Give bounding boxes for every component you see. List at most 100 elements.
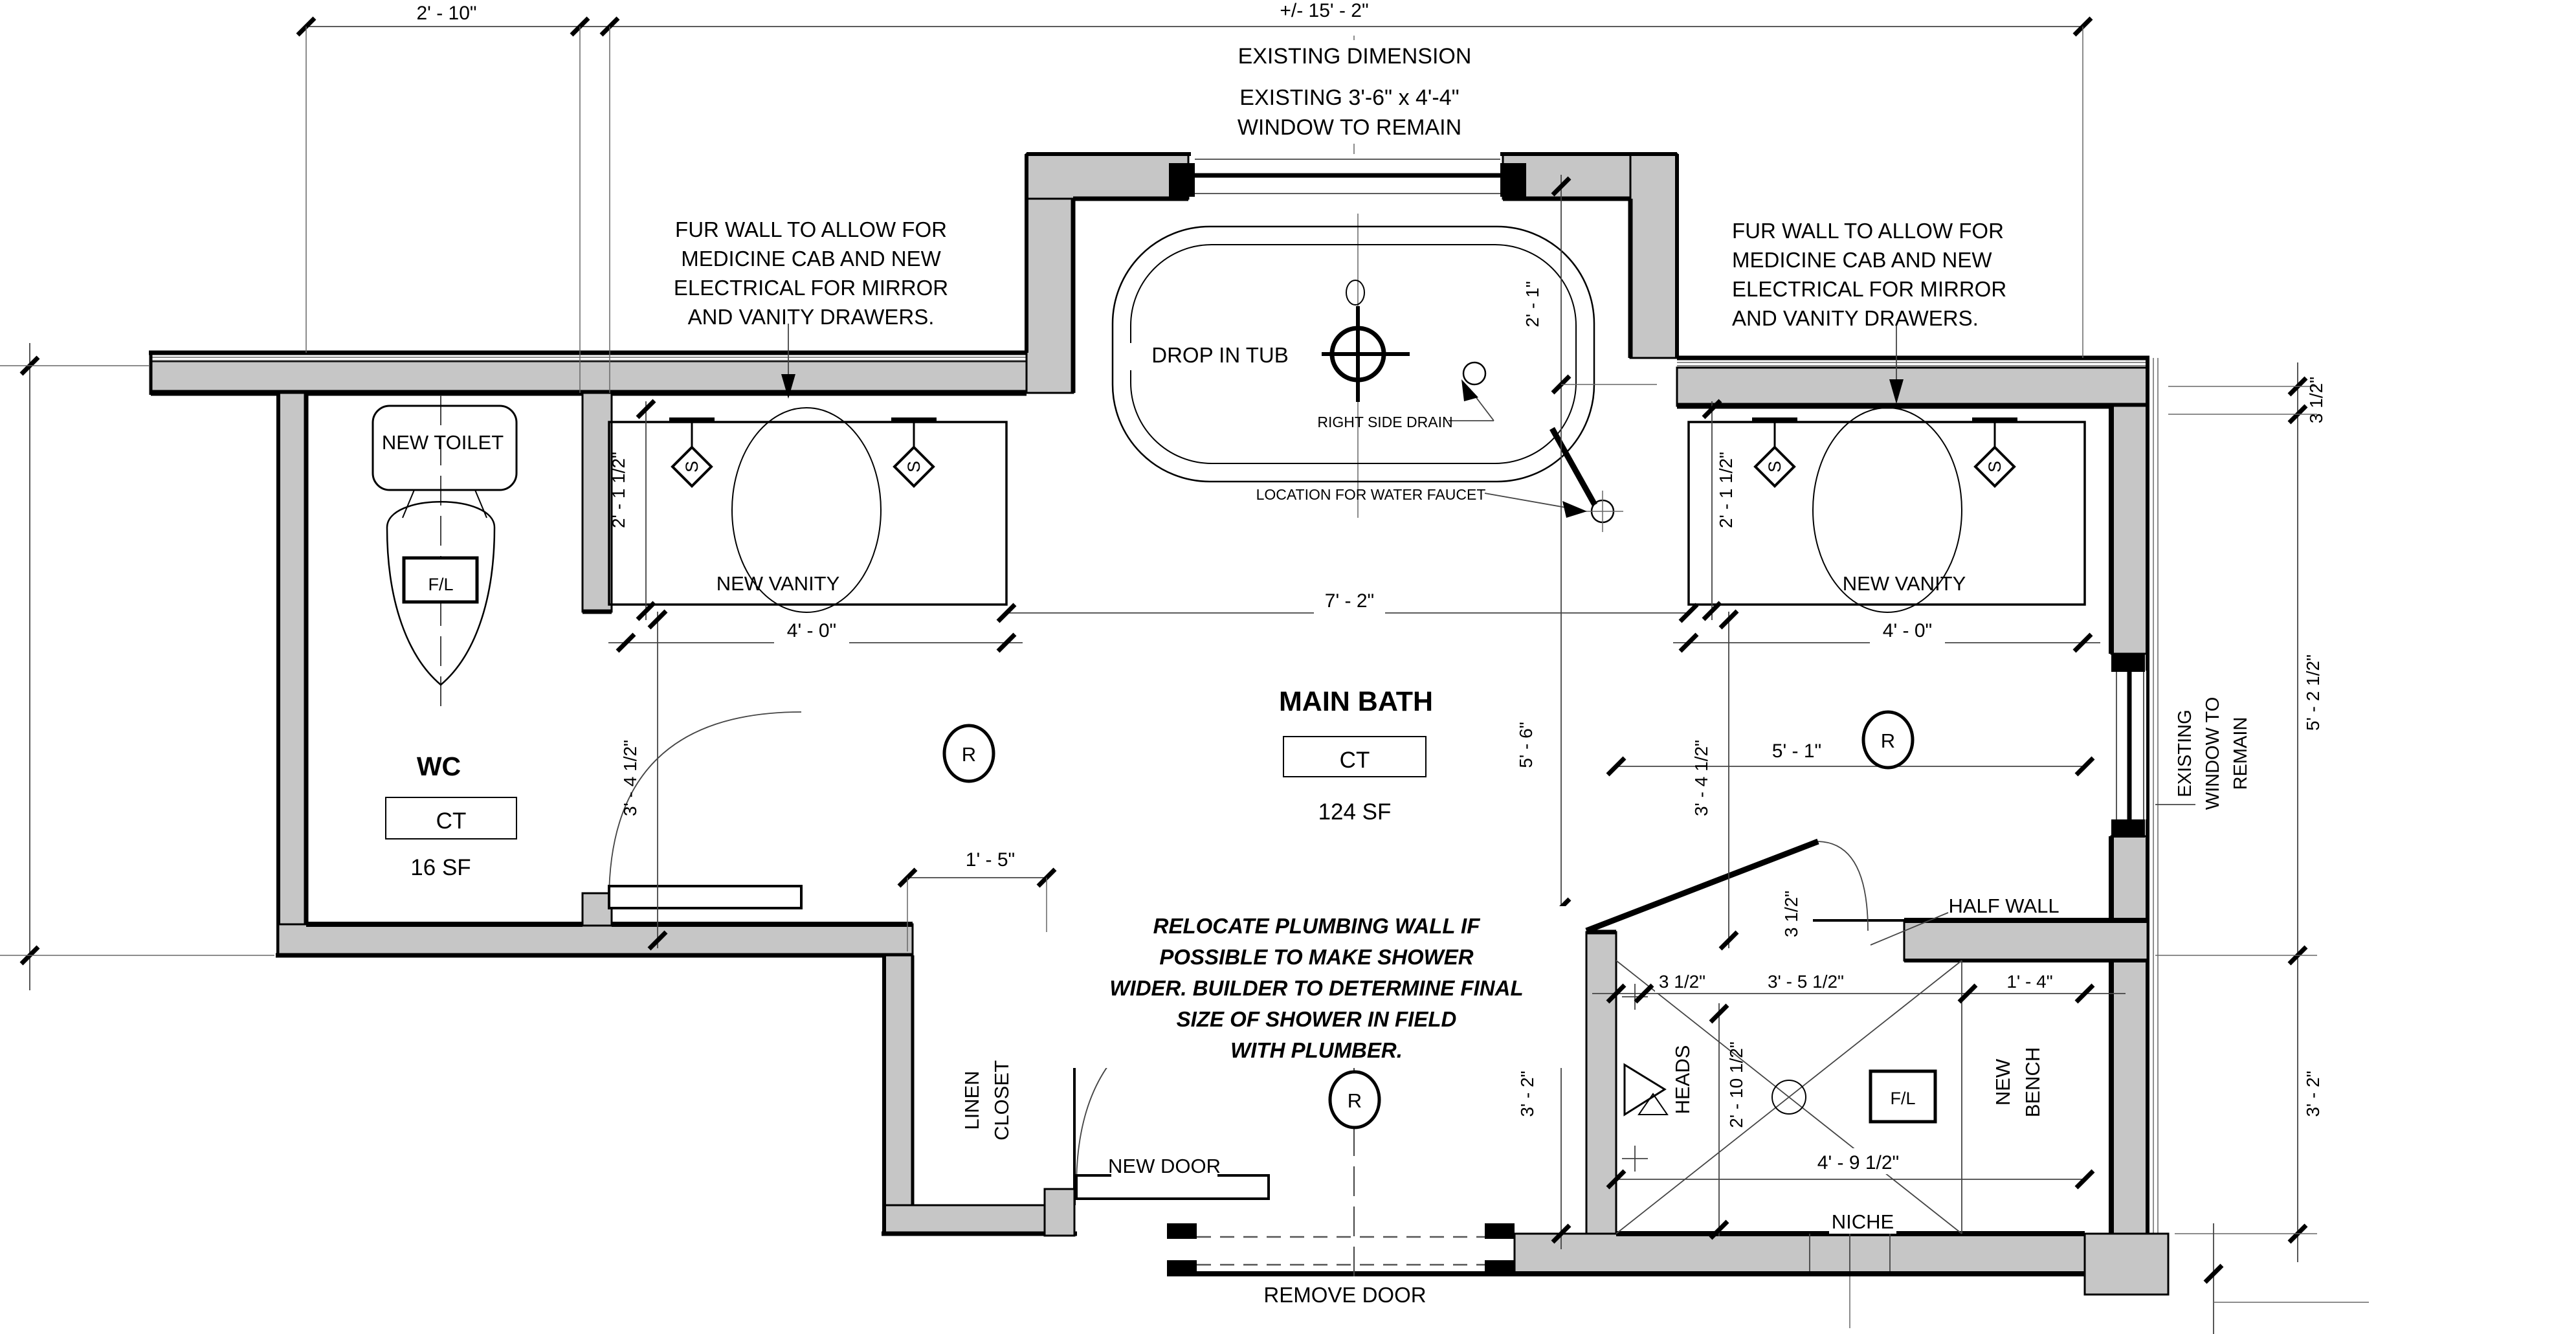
vanity-left-label: NEW VANITY <box>716 572 840 595</box>
window-jamb-icon <box>1500 163 1526 197</box>
dimensions-layer <box>0 16 2369 1334</box>
shower-niche <box>1809 1234 1891 1328</box>
wc-door <box>608 711 803 909</box>
switch-letter: R <box>1881 729 1895 752</box>
half-wall-leader <box>1870 912 1949 946</box>
sconce-icon <box>893 445 935 488</box>
heads-label: HEADS <box>1671 1045 1694 1115</box>
tub <box>1111 214 1623 532</box>
dim-4-0-left: 4' - 0" <box>787 620 836 641</box>
plumbing-note-line: POSSIBLE TO MAKE SHOWER <box>1159 945 1473 969</box>
note-existing-dimension: EXISTING DIMENSION <box>1238 44 1472 69</box>
fur-note-line: AND VANITY DRAWERS. <box>688 305 935 329</box>
sink-icon <box>731 407 882 613</box>
new-door-label: NEW DOOR <box>1108 1155 1221 1177</box>
toilet-label: NEW TOILET <box>382 431 504 454</box>
dim-3-2-left: 3' - 2" <box>1517 1071 1537 1117</box>
shower-head-icon <box>1623 1063 1667 1117</box>
wc-room-name: WC <box>417 751 461 781</box>
fur-note-line: ELECTRICAL FOR MIRROR <box>674 276 948 300</box>
sconce-letter: S <box>904 461 924 472</box>
window-jamb-icon <box>2111 819 2145 838</box>
toilet <box>372 395 518 715</box>
shower-drain-icon <box>1771 1080 1806 1115</box>
arrowhead-icon <box>1889 379 1904 404</box>
dim-2-10-5: 2' - 10 1/2" <box>1726 1041 1746 1128</box>
dim-4-0-right: 4' - 0" <box>1883 620 1932 641</box>
main-bath-finish: CT <box>1340 748 1370 773</box>
linen-closet-label: LINEN CLOSET <box>960 1060 1013 1140</box>
dim-2-1-5-right: 2' - 1 1/2" <box>1716 452 1736 528</box>
ct-box-wc <box>385 797 517 839</box>
wc-door-jamb <box>581 892 613 927</box>
dim-5-2-5: 5' - 2 1/2" <box>2303 654 2323 731</box>
window-note-line: EXISTING <box>2175 709 2195 797</box>
wc-finish: CT <box>436 808 467 834</box>
wall-closet-left <box>883 954 914 1235</box>
shower-door <box>1585 838 1819 934</box>
plumbing-note-line: SIZE OF SHOWER IN FIELD <box>1177 1007 1457 1031</box>
remove-door-label: REMOVE DOOR <box>1263 1283 1426 1307</box>
wall-right-corner <box>2083 1232 2170 1296</box>
fur-wall-note-left: FUR WALL TO ALLOW FOR MEDICINE CAB AND N… <box>674 217 948 329</box>
plumbing-note-line: RELOCATE PLUMBING WALL IF <box>1153 914 1481 938</box>
plumbing-note-line: WIDER. BUILDER TO DETERMINE FINAL <box>1109 976 1523 1000</box>
ct-box-main <box>1283 736 1427 777</box>
wall-wc-right <box>581 392 613 613</box>
main-bath-name: MAIN BATH <box>1279 686 1433 717</box>
dim-1-4: 1' - 4" <box>2006 972 2052 992</box>
wall-alcove-top-left <box>1025 153 1190 200</box>
fur-note-line: ELECTRICAL FOR MIRROR <box>1732 277 2006 301</box>
wall-wc-left <box>277 392 307 957</box>
wall-alcove-right <box>1629 153 1678 359</box>
note-existing-window-1: EXISTING 3'-6" x 4'-4" <box>1239 85 1459 110</box>
arrowhead-icon <box>781 374 795 399</box>
right-window <box>2111 654 2146 838</box>
bench-label-line: NEW <box>1992 1058 2014 1106</box>
arrowhead-icon <box>1461 379 1478 401</box>
sconce-icon <box>1973 445 2016 488</box>
window-note-line: WINDOW TO <box>2203 697 2223 810</box>
sconce-icon <box>1753 445 1796 488</box>
fl-label-wc: F/L <box>428 575 453 594</box>
sconce-letter: S <box>1765 461 1784 472</box>
drain-icon <box>1462 361 1487 386</box>
half-wall-label: HALF WALL <box>1948 895 2059 917</box>
fur-note-line: MEDICINE CAB AND NEW <box>681 247 941 271</box>
wall-south-shower <box>1513 1232 2170 1275</box>
note-existing-window-2: WINDOW TO REMAIN <box>1238 115 1461 140</box>
dim-3-5: 3 1/2" <box>1659 972 1705 992</box>
window-jamb-icon <box>1169 163 1195 197</box>
wall-south-wc <box>277 923 914 957</box>
dim-2-1-5-left: 2' - 1 1/2" <box>608 452 628 528</box>
dim-7-2: 7' - 2" <box>1325 590 1374 612</box>
fl-box <box>402 556 479 604</box>
vanity-right-label: NEW VANITY <box>1843 572 1966 595</box>
wall-half <box>1903 919 2149 962</box>
drain-note: RIGHT SIDE DRAIN <box>1317 414 1452 430</box>
dim-5-1: 5' - 1" <box>1772 740 1821 762</box>
sink-icon <box>1812 407 1962 613</box>
wall-top-right <box>1676 366 2149 407</box>
fur-note-line: MEDICINE CAB AND NEW <box>1732 248 1992 272</box>
window-note-line: REMAIN <box>2230 717 2251 790</box>
wc-area: 16 SF <box>410 855 471 880</box>
switch-symbol <box>1328 1070 1381 1129</box>
fl-label-shower: F/L <box>1890 1089 1915 1108</box>
dim-3-2-right: 3' - 2" <box>2303 1071 2323 1117</box>
main-bath-area: 124 SF <box>1318 799 1392 825</box>
faucet-note: LOCATION FOR WATER FAUCET <box>1256 486 1486 503</box>
shower <box>1585 838 1962 1234</box>
plumbing-note: RELOCATE PLUMBING WALL IF POSSIBLE TO MA… <box>1109 914 1523 1062</box>
tub-label: DROP IN TUB <box>1151 343 1289 367</box>
window-jamb-icon <box>2111 654 2145 672</box>
walls-layer <box>149 152 2170 1328</box>
fur-wall-arrows <box>781 324 1904 404</box>
fur-note-line: AND VANITY DRAWERS. <box>1732 306 1979 330</box>
dim-3-5-right: 3 1/2" <box>2306 377 2326 423</box>
halo-layer <box>385 1 2060 1307</box>
dim-3-5-5: 3' - 5 1/2" <box>1768 972 1844 992</box>
alcove-window <box>1169 155 1526 197</box>
dim-3-4-5-left: 3' - 4 1/2" <box>620 740 640 816</box>
